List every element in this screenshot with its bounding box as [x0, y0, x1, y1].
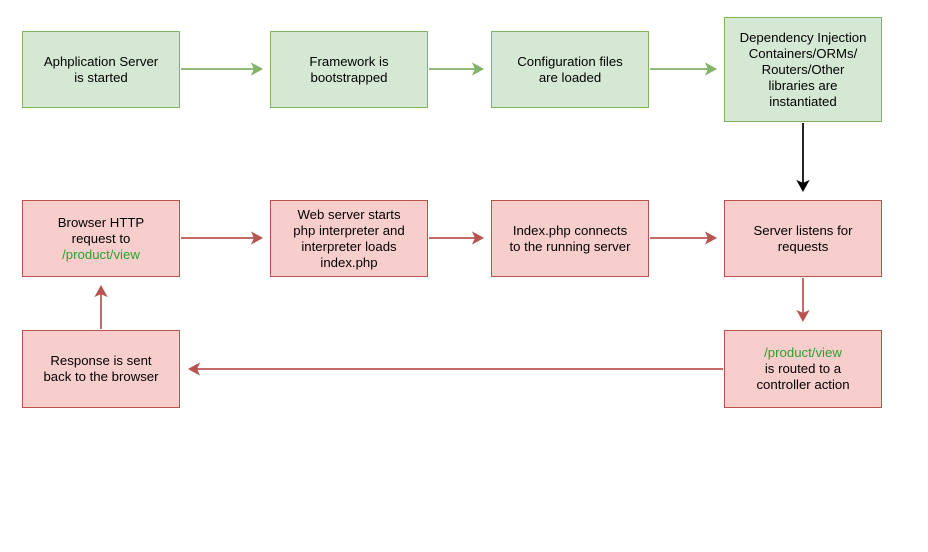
node-text-line: libraries are — [768, 77, 838, 93]
node-text-line: to the running server — [509, 238, 631, 254]
node-text-line: Index.php connects — [512, 222, 628, 238]
node-text-line: Response is sent — [50, 353, 152, 368]
edge-app-server-to-framework — [181, 62, 264, 76]
node-text-line: back to the browser — [43, 369, 159, 384]
node-text-line: controller action — [756, 377, 850, 392]
edge-app-server-to-framework-arrowhead — [250, 62, 264, 76]
node-text-line: interpreter loads — [301, 238, 397, 254]
edge-route-to-response-arrowhead — [187, 362, 201, 376]
edge-response-to-browser-arrowhead — [94, 284, 108, 298]
edge-di-to-server-listens — [796, 123, 810, 193]
edge-config-to-di-arrowhead — [704, 62, 718, 76]
node-text-line: Aphplication Server — [43, 53, 159, 69]
node-text-line: Configuration files — [517, 53, 623, 69]
edge-di-to-server-listens-arrowhead — [796, 179, 810, 193]
node-text-line: are loaded — [538, 69, 602, 85]
node-text-line: is started — [74, 69, 128, 85]
route-path-text: /product/view — [62, 246, 140, 262]
edge-server-listens-to-route — [796, 278, 810, 323]
edge-server-listens-to-route-arrowhead — [796, 309, 810, 323]
node-text-line: Routers/Other — [761, 61, 845, 77]
edge-framework-to-config — [429, 62, 485, 76]
edge-config-to-di — [650, 62, 718, 76]
node-text-line: bootstrapped — [310, 69, 388, 85]
node-text-line: Browser HTTP — [57, 214, 145, 230]
edge-index-to-server-listens — [650, 231, 718, 245]
node-text-line: request to — [71, 230, 131, 246]
node-text-line: requests — [777, 238, 829, 254]
edge-browser-to-web-server-arrowhead — [250, 231, 264, 245]
node-text-line: Dependency Injection — [739, 29, 867, 45]
edge-index-to-server-listens-arrowhead — [704, 231, 718, 245]
node-text-line: Web server starts — [297, 206, 401, 222]
node-text-line: Framework is — [309, 53, 389, 69]
route-path-text: /product/view — [764, 345, 842, 360]
edge-response-to-browser — [94, 284, 108, 329]
node-text-line: instantiated — [769, 93, 837, 109]
node-text-line: is routed to a — [764, 361, 842, 376]
node-text-line: index.php — [320, 254, 378, 270]
edge-framework-to-config-arrowhead — [471, 62, 485, 76]
edge-browser-to-web-server — [181, 231, 264, 245]
node-text-line: php interpreter and — [293, 222, 405, 238]
edge-web-server-to-index — [429, 231, 485, 245]
edge-route-to-response — [187, 362, 723, 376]
edge-web-server-to-index-arrowhead — [471, 231, 485, 245]
node-text-line: Containers/ORMs/ — [748, 45, 858, 61]
node-text-line: Server listens for — [753, 222, 853, 238]
